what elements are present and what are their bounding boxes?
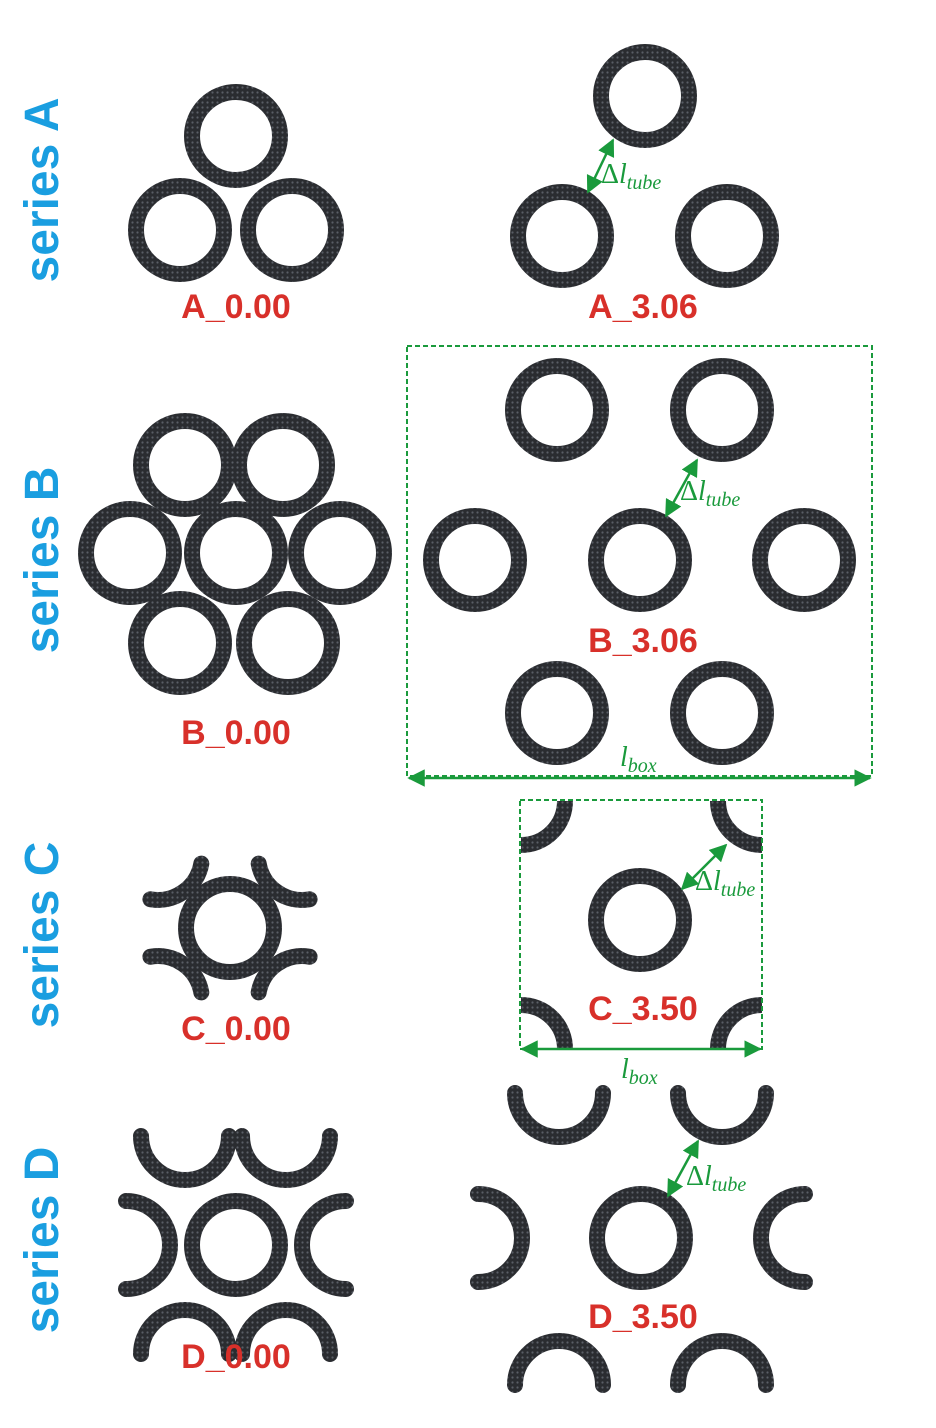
tube-ring — [288, 501, 392, 605]
tube-arc — [133, 1302, 237, 1362]
case-label-b1: B_3.06 — [588, 622, 698, 660]
tube-arc — [507, 1085, 611, 1145]
tube-ring — [184, 501, 288, 605]
tube-arc — [670, 1085, 774, 1145]
tube-ring — [133, 413, 237, 517]
tube-arc — [753, 1186, 813, 1290]
case-label-c1: C_3.50 — [588, 990, 698, 1028]
series-d-label: series D — [16, 1147, 69, 1334]
tube-ring — [752, 508, 856, 612]
tube-layer — [78, 44, 856, 1393]
tube-arc — [507, 1333, 611, 1393]
series-a-label: series A — [16, 97, 69, 282]
tube-arc — [133, 1128, 237, 1188]
tube-ring — [184, 1193, 288, 1297]
box-outline-b — [406, 345, 873, 777]
tube-ring — [670, 358, 774, 462]
tube-arc — [142, 948, 210, 1001]
case-label-c0: C_0.00 — [181, 1010, 291, 1048]
delta-arrow-a — [586, 138, 615, 194]
delta-ltube-label-c: Δltube — [695, 866, 755, 901]
tube-ring — [505, 358, 609, 462]
case-label-b0: B_0.00 — [181, 714, 291, 752]
delta-ltube-label-b: Δltube — [680, 476, 740, 511]
case-label-d0: D_0.00 — [181, 1338, 291, 1376]
tube-ring — [589, 1186, 693, 1290]
tube-ring — [231, 413, 335, 517]
series-b-label: series B — [16, 467, 69, 654]
tube-ring — [588, 868, 692, 972]
tube-arc — [234, 1128, 338, 1188]
delta-arrow-d — [666, 1139, 700, 1198]
tube-ring — [236, 591, 340, 695]
case-label-d1: D_3.50 — [588, 1298, 698, 1336]
tube-ring — [78, 501, 182, 605]
case-label-a1: A_3.06 — [588, 288, 698, 326]
tube-ring — [128, 591, 232, 695]
series-c-label: series C — [16, 842, 69, 1029]
tube-arc — [118, 1193, 178, 1297]
tube-arc — [142, 855, 210, 908]
tube-ring — [240, 178, 344, 282]
tube-arc — [234, 1302, 338, 1362]
tube-ring — [184, 84, 288, 188]
tube-ring — [423, 508, 527, 612]
tube-arc — [294, 1193, 354, 1297]
tube-arc — [670, 1333, 774, 1393]
tube-arc — [250, 855, 318, 908]
tube-arc — [470, 1186, 530, 1290]
case-label-a0: A_0.00 — [181, 288, 291, 326]
delta-arrow-c — [680, 843, 728, 891]
tube-arc — [250, 948, 318, 1001]
lbox-label-b: lbox — [620, 742, 657, 777]
tube-ring — [588, 508, 692, 612]
delta-ltube-label-d: Δltube — [686, 1161, 746, 1196]
delta-ltube-label-a: Δltube — [601, 159, 661, 194]
tube-ring — [178, 876, 282, 980]
tube-ring — [593, 44, 697, 148]
tube-ring — [128, 178, 232, 282]
tube-ring — [675, 184, 779, 288]
tube-ring — [505, 661, 609, 765]
tube-ring — [670, 661, 774, 765]
delta-arrow-b — [664, 458, 699, 518]
tube-ring — [510, 184, 614, 288]
lbox-label-c: lbox — [621, 1054, 658, 1089]
